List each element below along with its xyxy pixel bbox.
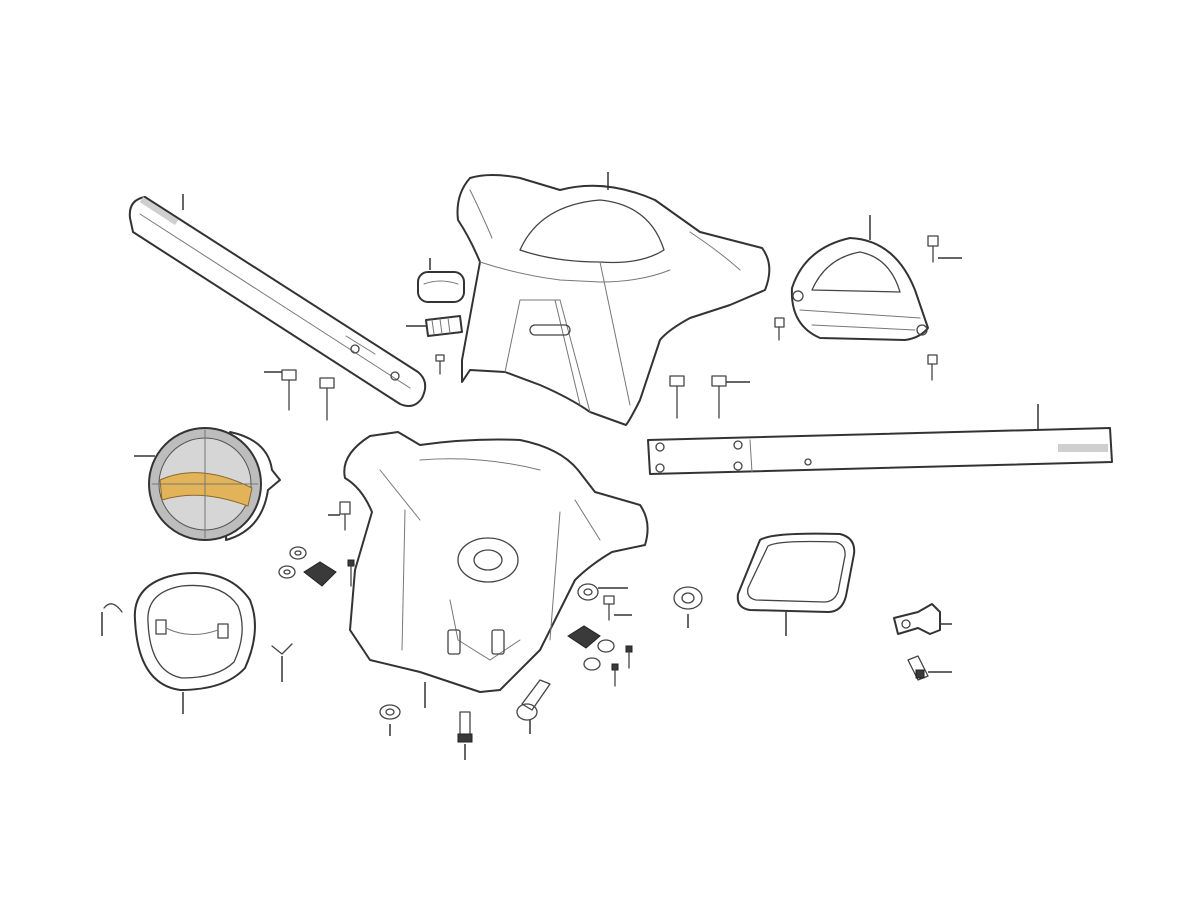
nut-right-1 (577, 583, 628, 601)
handlebar (128, 196, 427, 407)
bracket-clamp (893, 603, 952, 635)
meter-screw-top (927, 235, 962, 263)
screw-far-right (907, 655, 952, 681)
bolt-4 (711, 375, 750, 419)
spring-clip-left (101, 603, 123, 636)
clip-bracket (425, 315, 463, 337)
screw-under-clip (435, 354, 445, 375)
headlight-rim (133, 572, 256, 691)
indicator-lens-small (417, 271, 465, 303)
speedometer-meter (790, 237, 929, 341)
nut-hex (673, 586, 703, 628)
washer-4 (583, 657, 601, 671)
bolt-1 (264, 369, 297, 411)
screw-small-1 (347, 559, 355, 587)
headlight-unit (148, 427, 281, 541)
meter-screw-bottom (927, 354, 938, 381)
bolt-3 (669, 375, 685, 419)
nut-clip-left (303, 561, 337, 587)
washer-1 (289, 546, 307, 560)
front-handle-cover (456, 174, 771, 426)
washers-and-nuts (278, 546, 703, 760)
screw-left-of-cover (328, 501, 351, 531)
bolt-bottom (457, 711, 473, 760)
washer-2 (278, 565, 296, 579)
washer-3 (597, 639, 615, 653)
screw-small-2 (625, 645, 633, 669)
washer-bottom (379, 704, 401, 736)
nut-clip-right (567, 625, 601, 649)
inner-frame-gasket (736, 532, 856, 613)
screw-right-1 (603, 595, 632, 621)
bolt-2 (319, 377, 335, 421)
screw-small-3 (611, 663, 619, 687)
spring-clip-right (271, 643, 293, 682)
stud-bottom (516, 679, 551, 734)
meter-screw-left (774, 317, 785, 341)
rear-handle-cover (343, 431, 649, 693)
crossbar (647, 427, 1113, 475)
bolts-and-screws (264, 369, 750, 421)
